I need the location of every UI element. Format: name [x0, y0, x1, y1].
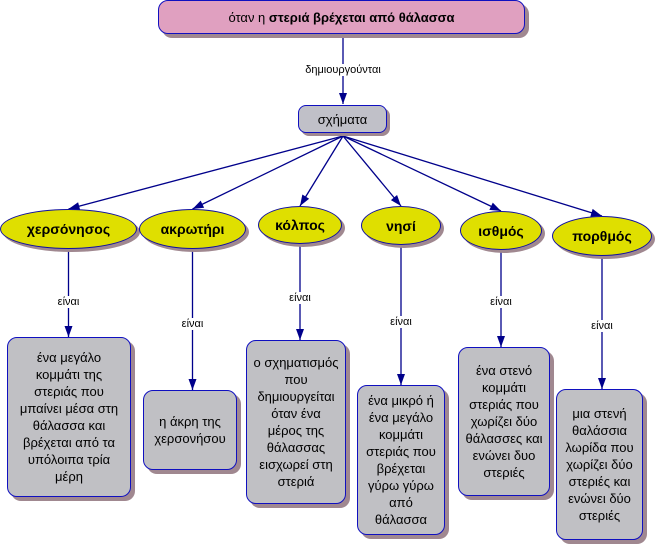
hub-to-concept-arrowhead [300, 194, 310, 206]
link-label: είναι [180, 318, 205, 330]
concept-label: νησί [386, 217, 416, 234]
concept-label: κόλπος [275, 217, 325, 233]
hub-to-concept-arrowhead [489, 202, 501, 211]
description-box: ένα μικρό ή ένα μεγάλο κομμάτι στεριάς π… [357, 385, 445, 535]
description-box: ένα στενό κομμάτι στεριάς που χωρίζει δύ… [458, 347, 550, 496]
link-label: είναι [590, 320, 614, 332]
hub-to-concept-line [342, 135, 402, 207]
concept-node: ακρωτήρι [139, 209, 246, 249]
link-label: είναι [489, 296, 513, 308]
concept-node: χερσόνησος [0, 209, 137, 249]
root-link-label: δημιουργούνται [304, 64, 382, 76]
link-label: είναι [56, 296, 81, 308]
concept-to-description-arrowhead [64, 326, 73, 337]
root-emphasis: στεριά βρέχεται από θάλασσα [268, 9, 455, 25]
concept-to-description-arrowhead [296, 329, 304, 340]
hub-to-concept-line [299, 135, 344, 207]
concept-node: πορθμός [552, 216, 652, 256]
hub-to-concept-arrowhead [590, 208, 602, 217]
description-box: ένα μεγάλο κομμάτι της στεριάς που μπαίν… [7, 337, 131, 497]
description-text: ένα στενό κομμάτι στεριάς που χωρίζει δύ… [465, 363, 543, 480]
description-box: μια στενή θαλάσσια λωρίδα που χωρίζει δύ… [556, 389, 643, 540]
hub-to-concept-line [192, 135, 344, 210]
link-label: είναι [288, 292, 312, 304]
description-text: ένα μικρό ή ένα μεγάλο κομμάτι στεριάς π… [366, 393, 436, 527]
root-to-hub-arrowhead [339, 93, 347, 104]
concept-label: ακρωτήρι [160, 221, 225, 237]
concept-node: ισθμός [460, 211, 542, 250]
description-text: ένα μεγάλο κομμάτι της στεριάς που μπαίν… [19, 350, 119, 484]
link-label: είναι [389, 316, 413, 328]
description-text: ο σχηματισμός που δημιουργείται όταν ένα… [253, 355, 339, 489]
concept-to-description-arrowhead [397, 374, 405, 385]
hub-to-concept-arrowhead [390, 194, 401, 206]
description-text: η άκρη της χερσονήσου [154, 414, 226, 446]
concept-label: πορθμός [572, 228, 632, 244]
concept-node: κόλπος [258, 206, 342, 244]
hub-to-concept-arrowhead [192, 200, 205, 209]
hub-node: σχήματα [298, 105, 387, 133]
root-prefix: όταν η [228, 9, 266, 25]
hub-to-concept-line [342, 135, 603, 217]
concept-to-description-arrowhead [497, 336, 505, 347]
root-node: όταν η στεριά βρέχεται από θάλασσα [158, 0, 525, 34]
description-text: μια στενή θαλάσσια λωρίδα που χωρίζει δύ… [565, 406, 634, 523]
hub-to-concept-line [342, 135, 502, 212]
concept-label: χερσόνησος [26, 221, 111, 237]
hub-to-concept-line [68, 135, 344, 210]
concept-to-description-arrowhead [188, 379, 197, 390]
concept-to-description-arrowhead [598, 378, 606, 389]
description-box: ο σχηματισμός που δημιουργείται όταν ένα… [246, 340, 346, 504]
hub-label: σχήματα [317, 111, 368, 127]
concept-node: νησί [361, 206, 441, 245]
description-box: η άκρη της χερσονήσου [143, 390, 237, 470]
concept-label: ισθμός [478, 222, 524, 239]
